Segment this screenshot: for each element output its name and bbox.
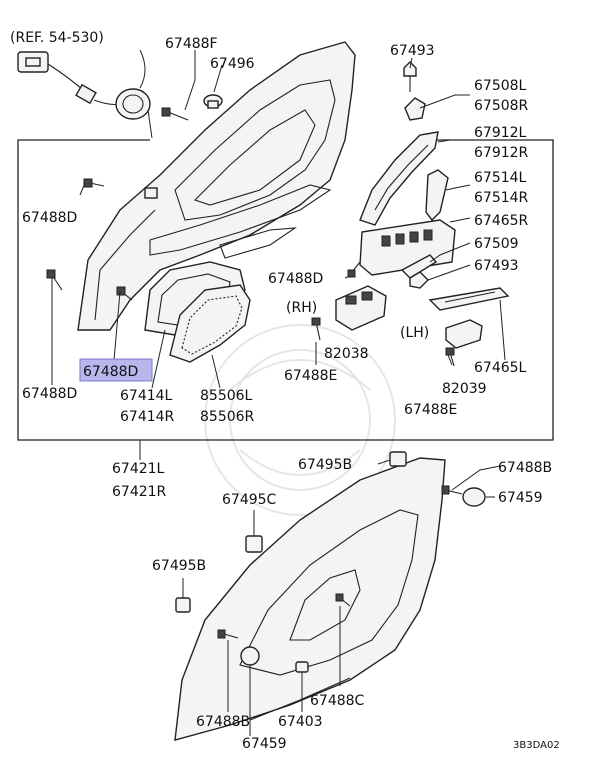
label-67414L: 67414L [120, 388, 173, 404]
speaker-grille-85506 [169, 284, 251, 363]
label-67459-bottom: 67459 [242, 736, 287, 752]
switch-82038 [335, 285, 387, 331]
screw-67488F [161, 107, 189, 121]
label-67493-mid: 67493 [474, 258, 519, 274]
label-variant-lh: (LH) [400, 325, 429, 341]
clip-67496 [203, 94, 223, 109]
label-82038: 82038 [324, 346, 369, 362]
label-67514L: 67514L [474, 170, 527, 186]
cap-67459-bottom [240, 646, 260, 666]
clip-67495B-left [175, 597, 191, 613]
bracket-67508 [404, 97, 426, 121]
label-67488D-bottom: 67488D [22, 386, 77, 402]
assembly-frame [17, 139, 554, 441]
ref-label: (REF. 54-530) [10, 30, 104, 46]
clip-67495C [245, 535, 263, 553]
label-67496: 67496 [210, 56, 255, 72]
screw-67488E-lh [445, 347, 455, 367]
screw-67488D-mid [347, 261, 361, 278]
label-67488E-lh: 67488E [404, 402, 457, 418]
label-variant-rh: (RH) [286, 300, 317, 316]
label-85506L: 85506L [200, 388, 253, 404]
selected-part-highlight [79, 358, 153, 382]
screw-67488D-bottom [46, 269, 63, 291]
screw-67488D-left [83, 178, 105, 188]
label-67912R: 67912R [474, 145, 529, 161]
label-67508L: 67508L [474, 78, 527, 94]
clip-67403 [295, 661, 309, 673]
watermark-emblem [204, 324, 396, 516]
screw-67488E-rh [311, 317, 321, 341]
part-labels: (REF. 54-530) 67488F 67496 67493 67508L … [10, 30, 560, 752]
bracket-67509 [400, 254, 438, 279]
leader-lines [51, 50, 506, 736]
label-67403: 67403 [278, 714, 323, 730]
label-67495B-left: 67495B [152, 558, 206, 574]
nut-67493-mid [409, 271, 429, 289]
label-67488C: 67488C [310, 693, 365, 709]
label-67488D-left: 67488D [22, 210, 77, 226]
label-67488F: 67488F [165, 36, 218, 52]
label-82039: 82039 [442, 381, 487, 397]
cover-67514 [425, 169, 449, 222]
label-67488E-rh: 67488E [284, 368, 337, 384]
label-67509: 67509 [474, 236, 519, 252]
label-67421L: 67421L [112, 461, 165, 477]
label-67465R: 67465R [474, 213, 529, 229]
label-67495C: 67495C [222, 492, 277, 508]
label-67421R: 67421R [112, 484, 167, 500]
door-trim-panel-lower [174, 457, 446, 741]
door-trim-panel-upper [77, 41, 356, 331]
screw-67488B-right [441, 485, 463, 495]
label-67488B-bottom: 67488B [196, 714, 250, 730]
label-67488D-mid: 67488D [268, 271, 323, 287]
nut-67493-top [403, 61, 417, 92]
screw-67488D-highlight [116, 286, 133, 301]
drawing-code: 3B3DA02 [513, 740, 560, 751]
label-67514R: 67514R [474, 190, 529, 206]
label-67414R: 67414R [120, 409, 175, 425]
label-67465L: 67465L [474, 360, 527, 376]
speaker-connector-ref [17, 49, 151, 120]
label-67508R: 67508R [474, 98, 529, 114]
label-67493-top: 67493 [390, 43, 435, 59]
label-67488B-right: 67488B [498, 460, 552, 476]
cap-67459-right [462, 487, 486, 507]
switch-82039 [445, 319, 483, 349]
pull-handle-67912 [359, 131, 439, 226]
switch-panel-67465L [428, 287, 510, 311]
label-67459-right: 67459 [498, 490, 543, 506]
label-85506R: 85506R [200, 409, 255, 425]
label-67912L: 67912L [474, 125, 527, 141]
clip-67495B-top [389, 451, 407, 467]
label-67495B-top: 67495B [298, 457, 352, 473]
label-67488D-highlight: 67488D [83, 364, 138, 380]
screw-67488B-bottom [217, 629, 239, 639]
screw-67488C [335, 593, 351, 607]
